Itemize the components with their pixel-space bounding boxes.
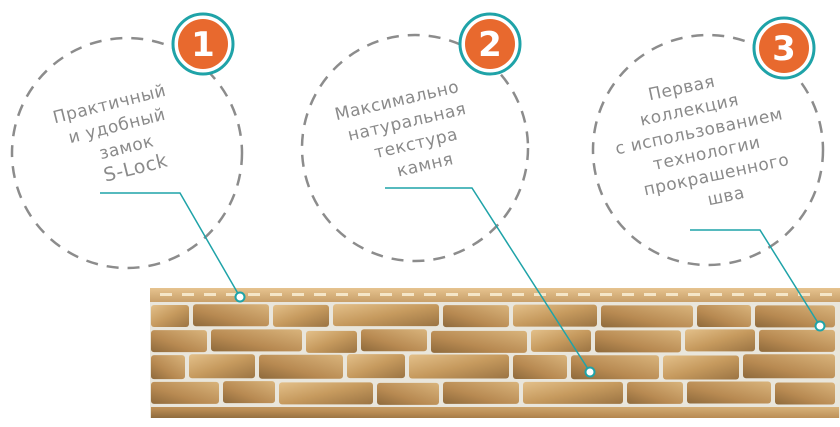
stone-brick: [443, 305, 509, 328]
stone-brick: [443, 381, 519, 404]
callout-3-leader-line: [690, 229, 821, 327]
stone-brick: [743, 354, 835, 379]
stone-brick: [223, 381, 275, 404]
lock-slot: [358, 293, 370, 296]
stone-brick: [687, 381, 771, 404]
stone-brick: [627, 381, 683, 404]
lock-slot: [556, 293, 568, 296]
lock-slot: [160, 293, 172, 296]
lock-slot: [512, 293, 524, 296]
lock-slot: [292, 293, 304, 296]
stone-brick: [663, 355, 739, 380]
stone-brick: [697, 304, 751, 327]
callout-3-pointer-dot: [814, 320, 826, 332]
stone-siding-panel: [150, 288, 840, 418]
stone-brick: [775, 382, 835, 405]
stone-brick: [685, 329, 755, 352]
stone-brick: [431, 330, 527, 353]
panel-bricks: [151, 304, 839, 418]
stone-brick: [151, 407, 839, 418]
lock-slot: [314, 293, 326, 296]
callout-1-number: 1: [191, 25, 215, 65]
stone-brick: [759, 329, 835, 352]
number-badge-icon: 3: [752, 16, 816, 80]
callout-3-number: 3: [772, 29, 796, 69]
callout-3: Первая коллекция с использованием технол…: [591, 16, 826, 332]
number-badge-icon: 1: [171, 12, 235, 76]
lock-slot: [754, 293, 766, 296]
stone-brick: [273, 304, 329, 327]
callout-1-leader-line: [100, 192, 241, 298]
stone-brick: [279, 382, 373, 405]
lock-slot: [182, 293, 194, 296]
callout-1: Практичный и удобный замок S-Lock 1: [10, 12, 246, 303]
lock-slot: [468, 293, 480, 296]
lock-slot: [688, 293, 700, 296]
lock-slot: [446, 293, 458, 296]
stone-brick: [151, 355, 185, 380]
lock-slot: [402, 293, 414, 296]
stone-brick: [595, 330, 681, 353]
stone-brick: [409, 354, 509, 379]
stone-brick: [601, 305, 693, 328]
callout-2-text: Максимально натуральная текстура камня: [333, 77, 468, 182]
stone-brick: [333, 304, 439, 327]
lock-slot: [578, 293, 590, 296]
stone-brick: [571, 355, 659, 380]
stone-brick: [377, 382, 439, 405]
callout-3-text: Первая коллекция с использованием технол…: [613, 72, 791, 211]
callout-2-dashed-circle: [300, 33, 530, 263]
stone-brick: [151, 304, 189, 327]
stone-brick: [347, 354, 405, 379]
lock-slot: [424, 293, 436, 296]
stone-brick: [259, 354, 343, 379]
stone-brick: [151, 330, 207, 353]
lock-slot: [248, 293, 260, 296]
callout-1-text: Практичный и удобный замок S-Lock: [51, 81, 170, 187]
callout-3-dashed-circle: [591, 33, 825, 267]
stone-brick: [211, 329, 302, 352]
stone-brick: [523, 381, 623, 404]
s-lock-strip-holes: [160, 293, 832, 296]
lock-slot: [820, 293, 832, 296]
number-badge-icon: 2: [458, 12, 522, 76]
stone-brick: [513, 304, 597, 327]
callout-2-number: 2: [478, 25, 502, 65]
lock-slot: [732, 293, 744, 296]
lock-slot: [204, 293, 216, 296]
callout-2-leader-line: [385, 187, 591, 373]
stone-brick: [193, 304, 269, 327]
lock-slot: [622, 293, 634, 296]
lock-slot: [776, 293, 788, 296]
lock-slot: [270, 293, 282, 296]
stone-brick: [189, 354, 255, 379]
stone-brick: [306, 330, 357, 353]
lock-slot: [710, 293, 722, 296]
stone-brick: [531, 329, 591, 352]
lock-slot: [798, 293, 810, 296]
stone-brick: [361, 329, 427, 352]
stone-brick: [513, 354, 567, 379]
lock-slot: [226, 293, 238, 296]
lock-slot: [336, 293, 348, 296]
callout-1-dashed-circle: [10, 36, 244, 270]
stone-brick: [755, 305, 835, 328]
lock-slot: [644, 293, 656, 296]
lock-slot: [490, 293, 502, 296]
lock-slot: [600, 293, 612, 296]
callout-3-line-6: шва: [706, 183, 747, 210]
callout-2-pointer-dot: [584, 366, 596, 378]
callout-1-pointer-dot: [234, 291, 246, 303]
lock-slot: [666, 293, 678, 296]
stone-brick: [151, 381, 219, 404]
lock-slot: [380, 293, 392, 296]
